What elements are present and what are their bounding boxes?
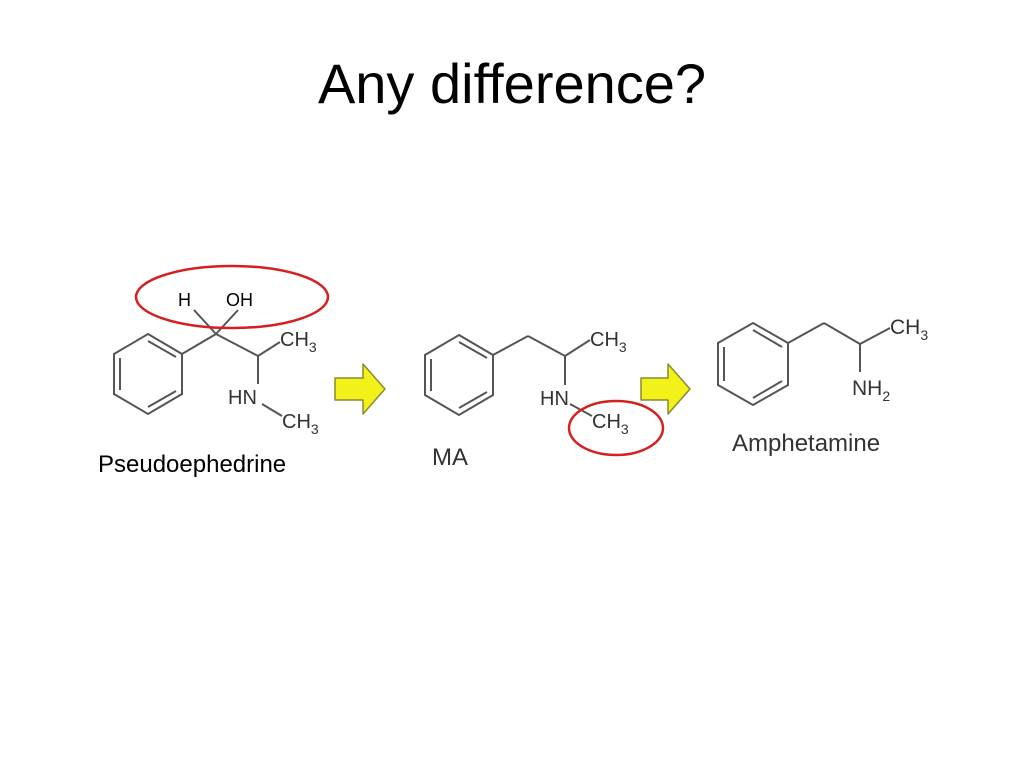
caption-ma: MA [432,444,468,471]
benzene-ring-pseudoephedrine [113,332,183,416]
reaction-arrow-1 [334,363,386,415]
highlight-circle-hydroxyl [134,264,330,330]
benzene-ring-ma [424,333,494,417]
benzene-ring-amphetamine [717,321,789,407]
bonds-pseudoephedrine [181,309,283,417]
ma-structure: CH3 HN CH3 [424,329,665,457]
highlight-circle-methyl [567,399,665,457]
amphetamine-structure: CH3 NH2 [717,316,928,407]
pseudoephedrine-structure: H OH CH3 HN CH3 [113,264,330,437]
ma-atom-ch3-bottom: CH3 [592,411,629,437]
caption-pseudoephedrine: Pseudoephedrine [98,451,287,478]
atom-hn: HN [228,387,257,409]
caption-amphetamine: Amphetamine [732,430,881,457]
atom-oh: OH [226,290,253,310]
atom-h: H [178,290,191,310]
bonds-amphetamine [787,322,891,372]
amph-atom-ch3: CH3 [890,316,928,343]
atom-ch3-top: CH3 [280,329,317,355]
reaction-arrow-2 [640,363,691,415]
ma-atom-hn: HN [540,388,569,410]
amph-atom-nh2: NH2 [852,377,890,404]
atom-ch3-bottom: CH3 [282,411,319,437]
ma-atom-ch3-top: CH3 [590,329,627,355]
slide-title: Any difference? [317,52,707,115]
